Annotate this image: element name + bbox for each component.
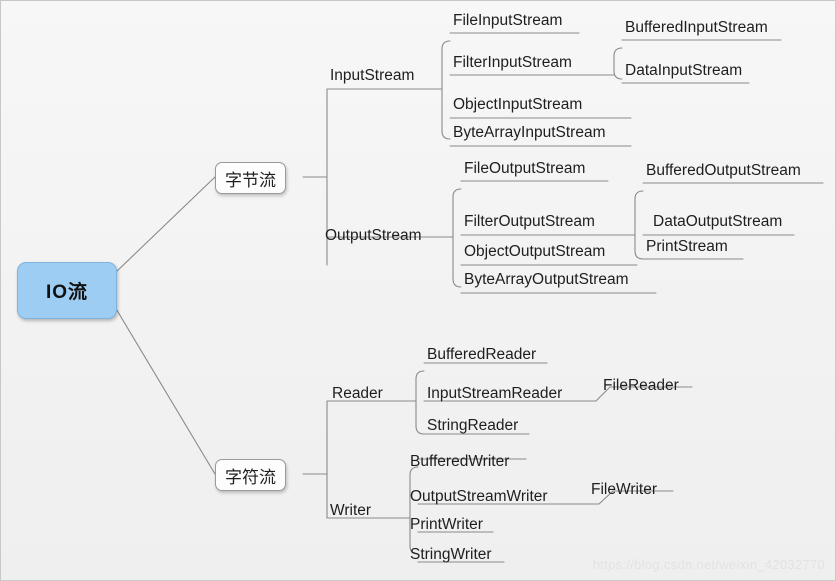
root-node-io-stream[interactable]: IO流 bbox=[17, 262, 117, 319]
node-data-output-stream[interactable]: DataOutputStream bbox=[653, 213, 783, 230]
node-string-reader[interactable]: StringReader bbox=[427, 417, 519, 434]
node-buffered-output-stream[interactable]: BufferedOutputStream bbox=[646, 162, 801, 179]
root-node-label: IO流 bbox=[45, 282, 89, 303]
node-filter-input-stream[interactable]: FilterInputStream bbox=[453, 54, 572, 71]
node-file-writer[interactable]: FileWriter bbox=[591, 481, 658, 498]
node-char-stream[interactable]: 字符流 bbox=[215, 459, 286, 491]
node-byte-array-output-stream[interactable]: ByteArrayOutputStream bbox=[464, 271, 629, 288]
node-input-stream-reader[interactable]: InputStreamReader bbox=[427, 385, 563, 402]
node-print-writer[interactable]: PrintWriter bbox=[410, 516, 483, 533]
node-buffered-input-stream[interactable]: BufferedInputStream bbox=[625, 19, 768, 36]
watermark: https://blog.csdn.net/weixin_42032770 bbox=[592, 557, 825, 572]
node-print-stream[interactable]: PrintStream bbox=[646, 238, 728, 255]
node-file-input-stream[interactable]: FileInputStream bbox=[453, 12, 563, 29]
node-char-stream-label: 字符流 bbox=[225, 467, 276, 487]
node-object-input-stream[interactable]: ObjectInputStream bbox=[453, 96, 583, 113]
node-writer[interactable]: Writer bbox=[330, 502, 372, 519]
node-object-output-stream[interactable]: ObjectOutputStream bbox=[464, 243, 606, 260]
node-reader[interactable]: Reader bbox=[332, 385, 383, 402]
node-buffered-writer[interactable]: BufferedWriter bbox=[410, 453, 510, 470]
node-byte-stream-label: 字节流 bbox=[225, 170, 276, 190]
node-data-input-stream[interactable]: DataInputStream bbox=[625, 62, 743, 79]
node-byte-array-input-stream[interactable]: ByteArrayInputStream bbox=[453, 124, 606, 141]
node-output-stream[interactable]: OutputStream bbox=[325, 227, 422, 244]
node-file-reader[interactable]: FileReader bbox=[603, 377, 679, 394]
node-buffered-reader[interactable]: BufferedReader bbox=[427, 346, 537, 363]
node-input-stream[interactable]: InputStream bbox=[330, 67, 415, 84]
node-output-stream-writer[interactable]: OutputStreamWriter bbox=[410, 488, 548, 505]
node-byte-stream[interactable]: 字节流 bbox=[215, 162, 286, 194]
node-string-writer[interactable]: StringWriter bbox=[410, 546, 492, 563]
node-file-output-stream[interactable]: FileOutputStream bbox=[464, 160, 586, 177]
node-filter-output-stream[interactable]: FilterOutputStream bbox=[464, 213, 595, 230]
